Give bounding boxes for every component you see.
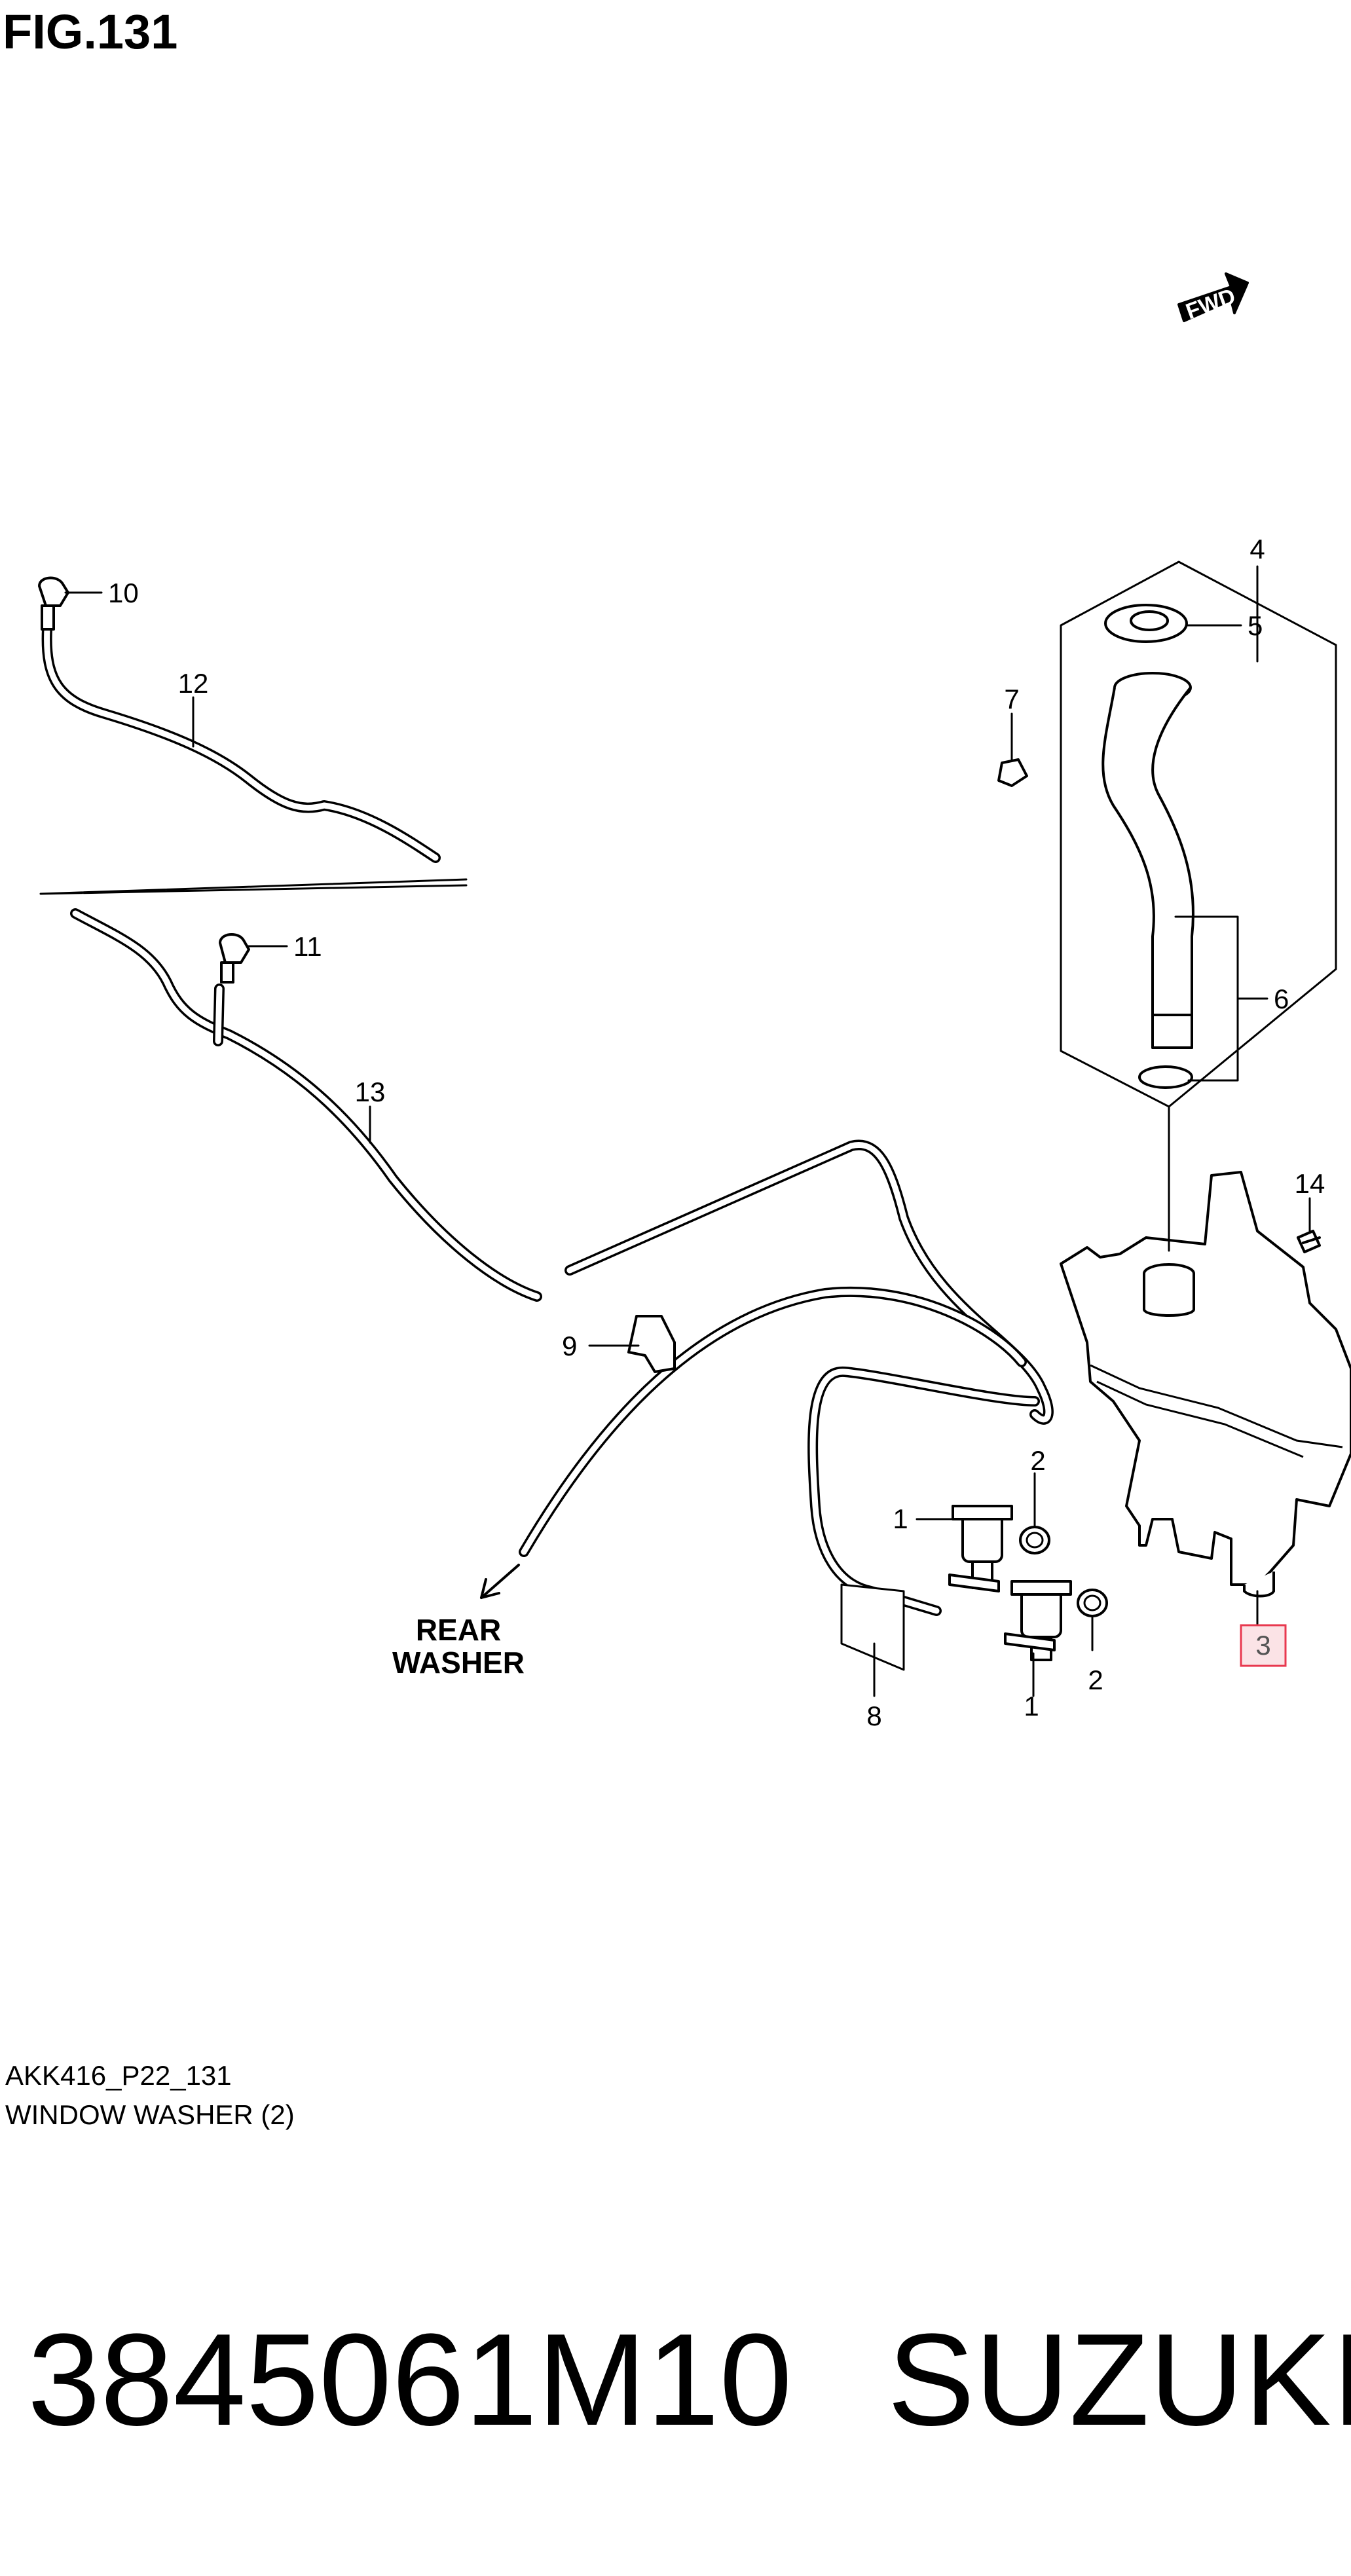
washer-hose-13[interactable] xyxy=(70,908,1054,1557)
hose-break-line xyxy=(39,878,468,895)
washer-nozzle-11[interactable] xyxy=(219,933,250,984)
diagram-name: WINDOW WASHER (2) xyxy=(5,2099,295,2130)
fwd-arrow-icon: FWD xyxy=(1177,272,1249,324)
callout-3-highlight[interactable]: 3 xyxy=(1240,1624,1287,1667)
fig-title: FIG.131 xyxy=(3,5,178,59)
washer-pump-1-upper[interactable] xyxy=(948,1505,1013,1592)
bolt-14[interactable] xyxy=(1297,1230,1321,1253)
filler-neck-6[interactable] xyxy=(1101,672,1194,1089)
callout-4: 4 xyxy=(1249,534,1265,564)
brand-name: SUZUKI xyxy=(887,2307,1351,2453)
callout-12: 12 xyxy=(178,668,209,699)
washer-hose-12[interactable] xyxy=(41,623,441,863)
callout-10: 10 xyxy=(108,578,139,608)
leader-lines xyxy=(64,565,1311,1697)
rear-label-line1: REAR xyxy=(416,1613,501,1647)
grommet-2-lower[interactable] xyxy=(1077,1589,1108,1617)
diagram-caption: AKK416_P22_131 WINDOW WASHER (2) xyxy=(5,2056,295,2135)
callout-11: 11 xyxy=(293,931,322,962)
callout-1-upper: 1 xyxy=(893,1503,908,1534)
callout-7: 7 xyxy=(1004,684,1019,714)
part-number: 3845061M10 xyxy=(28,2307,792,2453)
hose-clip-7[interactable] xyxy=(997,758,1028,787)
washer-nozzle-10[interactable] xyxy=(38,576,69,631)
callout-13: 13 xyxy=(355,1076,386,1107)
callout-8: 8 xyxy=(866,1701,881,1731)
washer-pump-1-lower[interactable] xyxy=(1004,1580,1072,1661)
rear-washer-arrow-icon xyxy=(480,1564,520,1599)
filler-kit-box-4 xyxy=(1060,561,1337,1108)
filler-cap-5[interactable] xyxy=(1104,604,1188,643)
callout-3-box xyxy=(1240,1624,1287,1667)
callout-2-lower: 2 xyxy=(1088,1665,1103,1695)
callout-6: 6 xyxy=(1274,984,1289,1014)
callout-5: 5 xyxy=(1248,610,1263,641)
callout-2-upper: 2 xyxy=(1030,1445,1045,1476)
part-footer: 3845061M10 SUZUKI xyxy=(0,2302,1351,2472)
callout-1-lower: 1 xyxy=(1024,1691,1039,1721)
callout-14: 14 xyxy=(1295,1168,1325,1199)
hose-clip-9[interactable] xyxy=(627,1315,676,1373)
fwd-label: FWD xyxy=(1183,284,1239,324)
callout-9: 9 xyxy=(562,1331,577,1361)
grommet-2-upper[interactable] xyxy=(1019,1526,1050,1555)
washer-hose-8[interactable] xyxy=(807,1366,1040,1671)
diagram-code: AKK416_P22_131 xyxy=(5,2060,232,2091)
washer-tank-3[interactable] xyxy=(1060,1171,1351,1598)
rear-label-line2: WASHER xyxy=(392,1646,525,1680)
callout-3: 3 xyxy=(1255,1630,1270,1661)
